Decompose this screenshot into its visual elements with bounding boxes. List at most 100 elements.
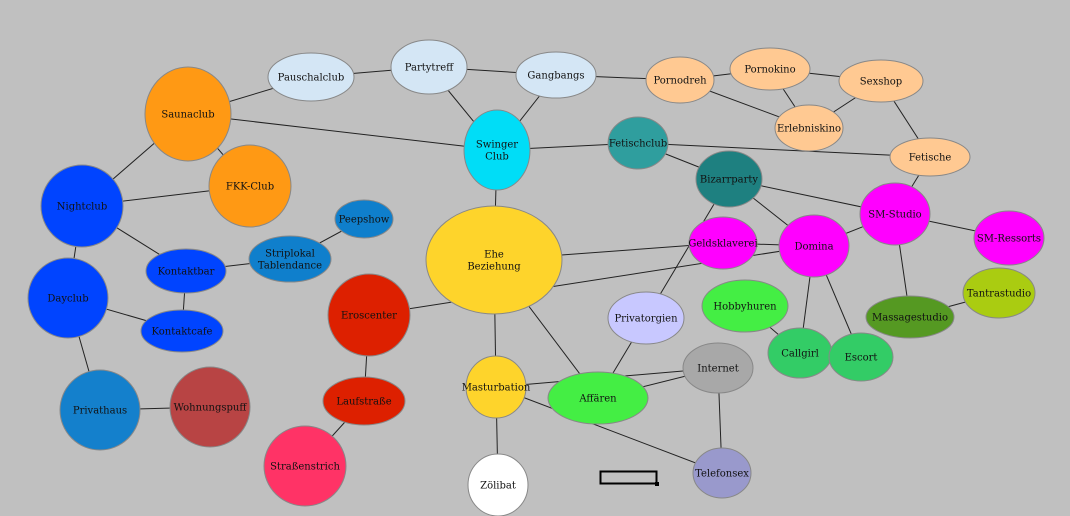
node-pornodreh[interactable]: Pornodreh	[645, 56, 715, 104]
node-zoelibat[interactable]: Zölibat	[467, 453, 529, 516]
node-shape-pornodreh[interactable]	[645, 56, 715, 104]
node-shape-zoelibat[interactable]	[467, 453, 529, 516]
node-laufstrasse[interactable]: Laufstraße	[322, 376, 406, 426]
node-label-kontaktcafe: Kontaktcafe	[152, 327, 213, 338]
node-shape-wohnungspuff[interactable]	[169, 366, 251, 448]
node-wohnungspuff[interactable]: Wohnungspuff	[169, 366, 251, 448]
node-sm-studio[interactable]: SM-Studio	[859, 182, 931, 246]
node-shape-dayclub[interactable]	[27, 257, 109, 339]
node-label-line: Beziehung	[467, 262, 521, 273]
selection-box-handle[interactable]	[655, 482, 659, 486]
node-label-line: Straßenstrich	[270, 462, 340, 473]
node-peepshow[interactable]: Peepshow	[334, 199, 394, 239]
node-fkk-club[interactable]: FKK-Club	[208, 144, 292, 228]
node-shape-pornokino[interactable]	[729, 47, 811, 91]
node-shape-internet[interactable]	[682, 342, 754, 394]
node-shape-privathaus[interactable]	[59, 369, 141, 451]
node-shape-strassenstrich[interactable]	[263, 425, 347, 507]
node-privatorgien[interactable]: Privatorgien	[607, 291, 685, 345]
node-internet[interactable]: Internet	[682, 342, 754, 394]
node-shape-sm-studio[interactable]	[859, 182, 931, 246]
node-partytreff[interactable]: Partytreff	[390, 39, 468, 95]
node-shape-nightclub[interactable]	[40, 164, 124, 248]
node-telefonsex[interactable]: Telefonsex	[692, 447, 752, 499]
node-shape-erlebniskino[interactable]	[774, 104, 844, 152]
node-shape-bizarrparty[interactable]	[695, 150, 763, 208]
node-shape-massagestudio[interactable]	[865, 295, 955, 339]
node-label-strassenstrich: Straßenstrich	[270, 462, 340, 473]
node-label-escort: Escort	[845, 353, 878, 364]
node-affaeren[interactable]: Affären	[547, 371, 649, 425]
node-label-peepshow: Peepshow	[339, 215, 390, 226]
node-fetische[interactable]: Fetische	[889, 137, 971, 177]
edge-saunaclub-swinger-club	[187, 113, 498, 151]
node-shape-ehe-beziehung[interactable]	[425, 205, 563, 315]
node-shape-affaeren[interactable]	[547, 371, 649, 425]
node-gangbangs[interactable]: Gangbangs	[515, 51, 597, 99]
node-label-eroscenter: Eroscenter	[341, 311, 397, 322]
node-shape-gangbangs[interactable]	[515, 51, 597, 99]
node-shape-swinger-club[interactable]	[463, 109, 531, 191]
node-label-callgirl: Callgirl	[781, 349, 819, 360]
node-bizarrparty[interactable]: Bizarrparty	[695, 150, 763, 208]
node-pauschalclub[interactable]: Pauschalclub	[267, 52, 355, 102]
node-shape-domina[interactable]	[778, 214, 850, 278]
node-sexshop[interactable]: Sexshop	[838, 59, 924, 103]
node-masturbation[interactable]: Masturbation	[462, 355, 531, 419]
node-label-line: Eroscenter	[341, 311, 397, 322]
node-pornokino[interactable]: Pornokino	[729, 47, 811, 91]
node-shape-hobbyhuren[interactable]	[701, 279, 789, 333]
node-shape-eroscenter[interactable]	[327, 273, 411, 357]
node-shape-laufstrasse[interactable]	[322, 376, 406, 426]
edge-masturbation-telefonsex	[495, 386, 723, 474]
node-shape-kontaktbar[interactable]	[145, 248, 227, 294]
node-callgirl[interactable]: Callgirl	[767, 327, 833, 379]
node-shape-sm-ressorts[interactable]	[973, 210, 1045, 266]
node-eroscenter[interactable]: Eroscenter	[327, 273, 411, 357]
node-label-line: Wohnungspuff	[174, 403, 248, 414]
node-label-domina: Domina	[794, 242, 833, 253]
selection-box[interactable]	[599, 470, 658, 485]
node-shape-geldsklaverei[interactable]	[688, 216, 758, 270]
node-hobbyhuren[interactable]: Hobbyhuren	[701, 279, 789, 333]
node-kontaktbar[interactable]: Kontaktbar	[145, 248, 227, 294]
node-geldsklaverei[interactable]: Geldsklaverei	[688, 216, 758, 270]
node-saunaclub[interactable]: Saunaclub	[144, 66, 232, 162]
node-label-line: Partytreff	[405, 63, 454, 74]
node-sm-ressorts[interactable]: SM-Ressorts	[973, 210, 1045, 266]
node-shape-fetische[interactable]	[889, 137, 971, 177]
node-shape-pauschalclub[interactable]	[267, 52, 355, 102]
node-shape-masturbation[interactable]	[465, 355, 527, 419]
node-privathaus[interactable]: Privathaus	[59, 369, 141, 451]
node-shape-kontaktcafe[interactable]	[140, 309, 224, 353]
node-shape-saunaclub[interactable]	[144, 66, 232, 162]
node-shape-peepshow[interactable]	[334, 199, 394, 239]
node-label-line: Escort	[845, 353, 878, 364]
node-shape-privatorgien[interactable]	[607, 291, 685, 345]
node-escort[interactable]: Escort	[828, 332, 894, 382]
node-shape-fkk-club[interactable]	[208, 144, 292, 228]
node-fetischclub[interactable]: Fetischclub	[607, 116, 669, 170]
node-label-line: Dayclub	[47, 294, 88, 305]
node-erlebniskino[interactable]: Erlebniskino	[774, 104, 844, 152]
node-shape-striplokal[interactable]	[248, 235, 332, 283]
node-label-fetischclub: Fetischclub	[609, 139, 667, 150]
node-dayclub[interactable]: Dayclub	[27, 257, 109, 339]
node-shape-tantrastudio[interactable]	[962, 267, 1036, 319]
node-strassenstrich[interactable]: Straßenstrich	[263, 425, 347, 507]
node-domina[interactable]: Domina	[778, 214, 850, 278]
node-shape-telefonsex[interactable]	[692, 447, 752, 499]
node-shape-partytreff[interactable]	[390, 39, 468, 95]
node-nightclub[interactable]: Nightclub	[40, 164, 124, 248]
node-label-gangbangs: Gangbangs	[527, 71, 584, 82]
node-tantrastudio[interactable]: Tantrastudio	[962, 267, 1036, 319]
node-shape-fetischclub[interactable]	[607, 116, 669, 170]
node-shape-escort[interactable]	[828, 332, 894, 382]
node-massagestudio[interactable]: Massagestudio	[865, 295, 955, 339]
node-shape-sexshop[interactable]	[838, 59, 924, 103]
node-kontaktcafe[interactable]: Kontaktcafe	[140, 309, 224, 353]
